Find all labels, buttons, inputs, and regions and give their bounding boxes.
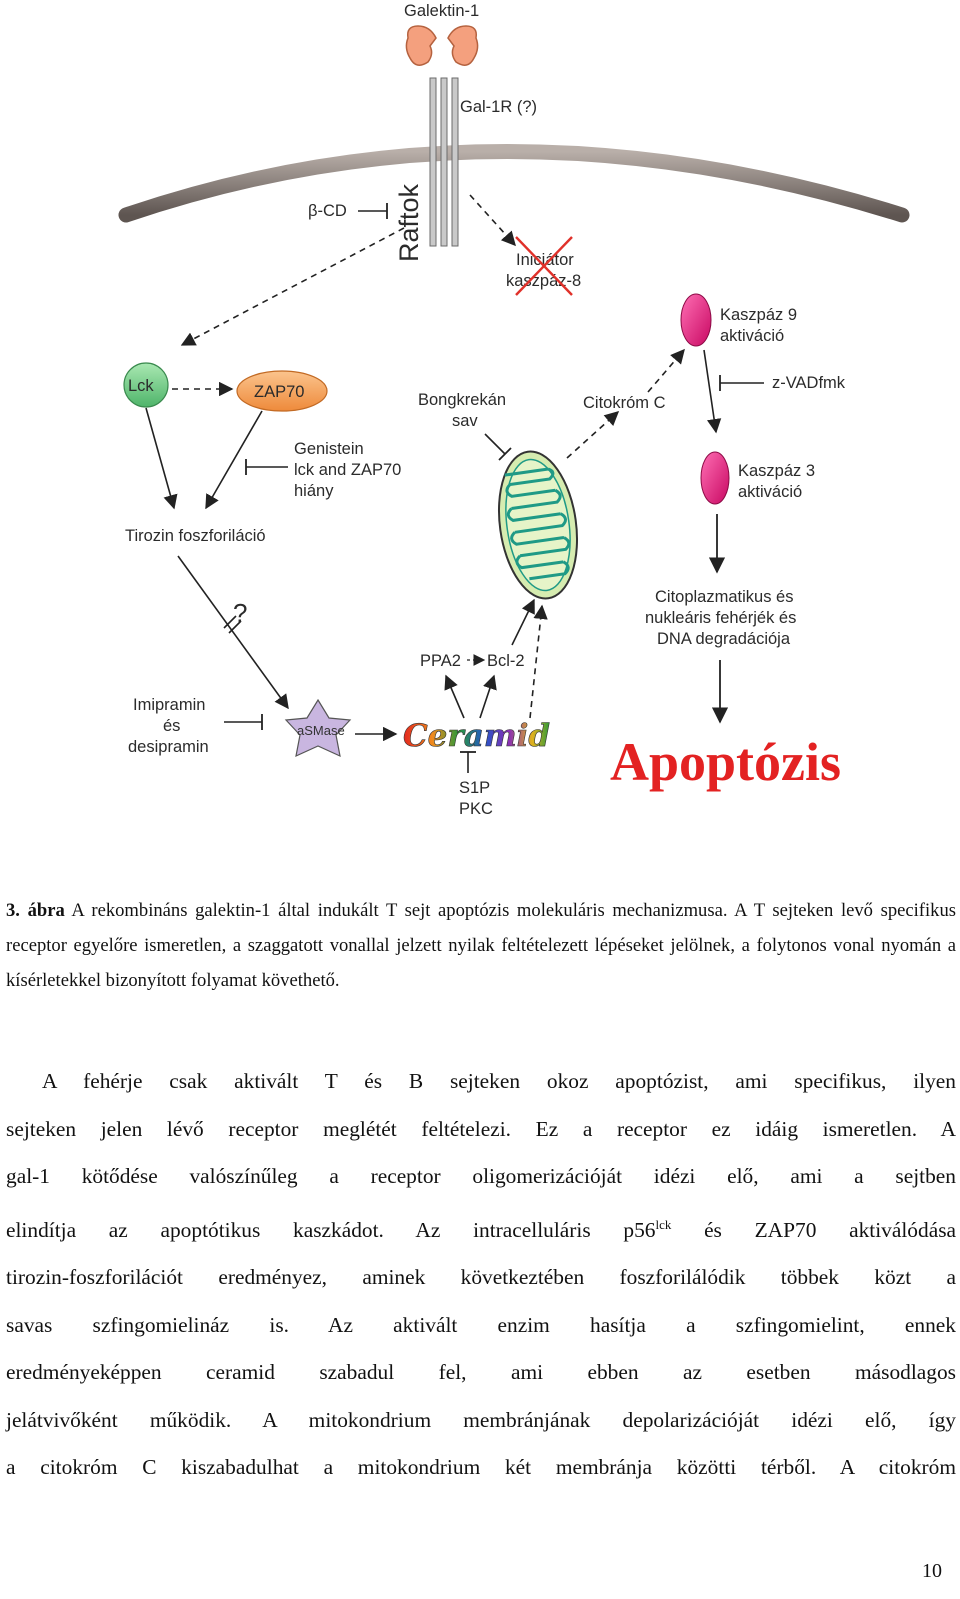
- imipramin-label-3: desipramin: [128, 738, 209, 756]
- body-line-6: savas szfingomielináz is. Az aktivált en…: [6, 1312, 956, 1337]
- body-text: A fehérje csak aktivált T és B sejteken …: [6, 1058, 956, 1492]
- bongkrekan-label-2: sav: [452, 412, 478, 430]
- zap70-label: ZAP70: [254, 383, 304, 401]
- zap70-node: [236, 370, 328, 412]
- imipramin-label-1: Imipramin: [133, 696, 205, 714]
- apoptosis-pathway-figure: Galektin-1 Gal-1R (?) β-CD Raftok Iniciá…: [118, 2, 910, 818]
- caption-text: A rekombináns galektin-1 által indukált …: [6, 900, 956, 991]
- ceramid-label: Ceramid: [403, 718, 550, 754]
- genistein-label-3: hiány: [294, 482, 334, 500]
- genistein-label-2: lck and ZAP70: [294, 461, 401, 479]
- citopl-label-2: nukleáris fehérjék és: [645, 609, 796, 627]
- citokrom-label: Citokróm C: [583, 394, 666, 412]
- figure-caption: 3. ábra A rekombináns galektin-1 által i…: [6, 893, 956, 998]
- caption-label: 3. ábra: [6, 900, 65, 921]
- galektin-label: Galektin-1: [404, 2, 479, 20]
- question-mark: ?: [233, 598, 247, 628]
- body-line-5: tirozin-foszforilációt eredményez, amine…: [6, 1265, 956, 1290]
- body-line-4: elindítja az apoptótikus kaszkádot. Az i…: [6, 1216, 957, 1242]
- cross-icon: [515, 236, 573, 296]
- body-line-7: eredményeképpen ceramid szabadul fel, am…: [6, 1360, 956, 1385]
- kaszpaz3-label-2: aktiváció: [738, 483, 802, 501]
- asmase-label: aSMase: [297, 723, 345, 738]
- body-line-3: gal-1 kötődése valószínűleg a receptor o…: [6, 1164, 956, 1188]
- body-line-9: a citokróm C kiszabadulhat a mitokondriu…: [6, 1455, 956, 1480]
- zvad-label: z-VADfmk: [772, 374, 846, 392]
- lck-node: [123, 362, 169, 408]
- citopl-label-1: Citoplazmatikus és: [655, 588, 793, 606]
- mitochondrion-icon: [497, 450, 579, 600]
- raftok-label: Raftok: [394, 183, 424, 262]
- pkc-label: PKC: [459, 800, 493, 818]
- bcd-label: β-CD: [308, 202, 347, 220]
- apoptozis-label: Apoptózis: [610, 732, 841, 792]
- receptor-icon: [429, 77, 459, 247]
- bongkrekan-label-1: Bongkrekán: [418, 391, 506, 409]
- citopl-label-3: DNA degradációja: [657, 630, 791, 648]
- body-line-2: sejteken jelen lévő receptor meglétét fe…: [6, 1116, 956, 1141]
- tirozin-label: Tirozin foszforiláció: [125, 527, 266, 545]
- kaszpaz9-label-1: Kaszpáz 9: [720, 306, 797, 324]
- s1p-label: S1P: [459, 779, 490, 797]
- body-line-1: A fehérje csak aktivált T és B sejteken …: [42, 1069, 956, 1093]
- genistein-label-1: Genistein: [294, 440, 364, 458]
- page-number: 10: [922, 1560, 942, 1582]
- lck-label: Lck: [128, 377, 154, 395]
- imipramin-label-2: és: [163, 717, 180, 735]
- galektin-1-icon: [405, 25, 479, 66]
- kaszpaz-3-node: [700, 451, 730, 505]
- ppa2-label: PPA2: [420, 652, 461, 670]
- iniciator-label-1: Iniciátor: [516, 251, 574, 269]
- bcl2-label: Bcl-2: [487, 652, 525, 670]
- asmase-node: [284, 698, 352, 758]
- kaszpaz3-label-1: Kaszpáz 3: [738, 462, 815, 480]
- kaszpaz9-label-2: aktiváció: [720, 327, 784, 345]
- iniciator-label-2: kaszpáz-8: [506, 272, 581, 290]
- body-line-8: jelátvivőként működik. A mitokondrium me…: [6, 1407, 956, 1432]
- cell-membrane: [118, 144, 910, 223]
- gal1r-label: Gal-1R (?): [460, 98, 537, 116]
- kaszpaz-9-node: [680, 293, 712, 347]
